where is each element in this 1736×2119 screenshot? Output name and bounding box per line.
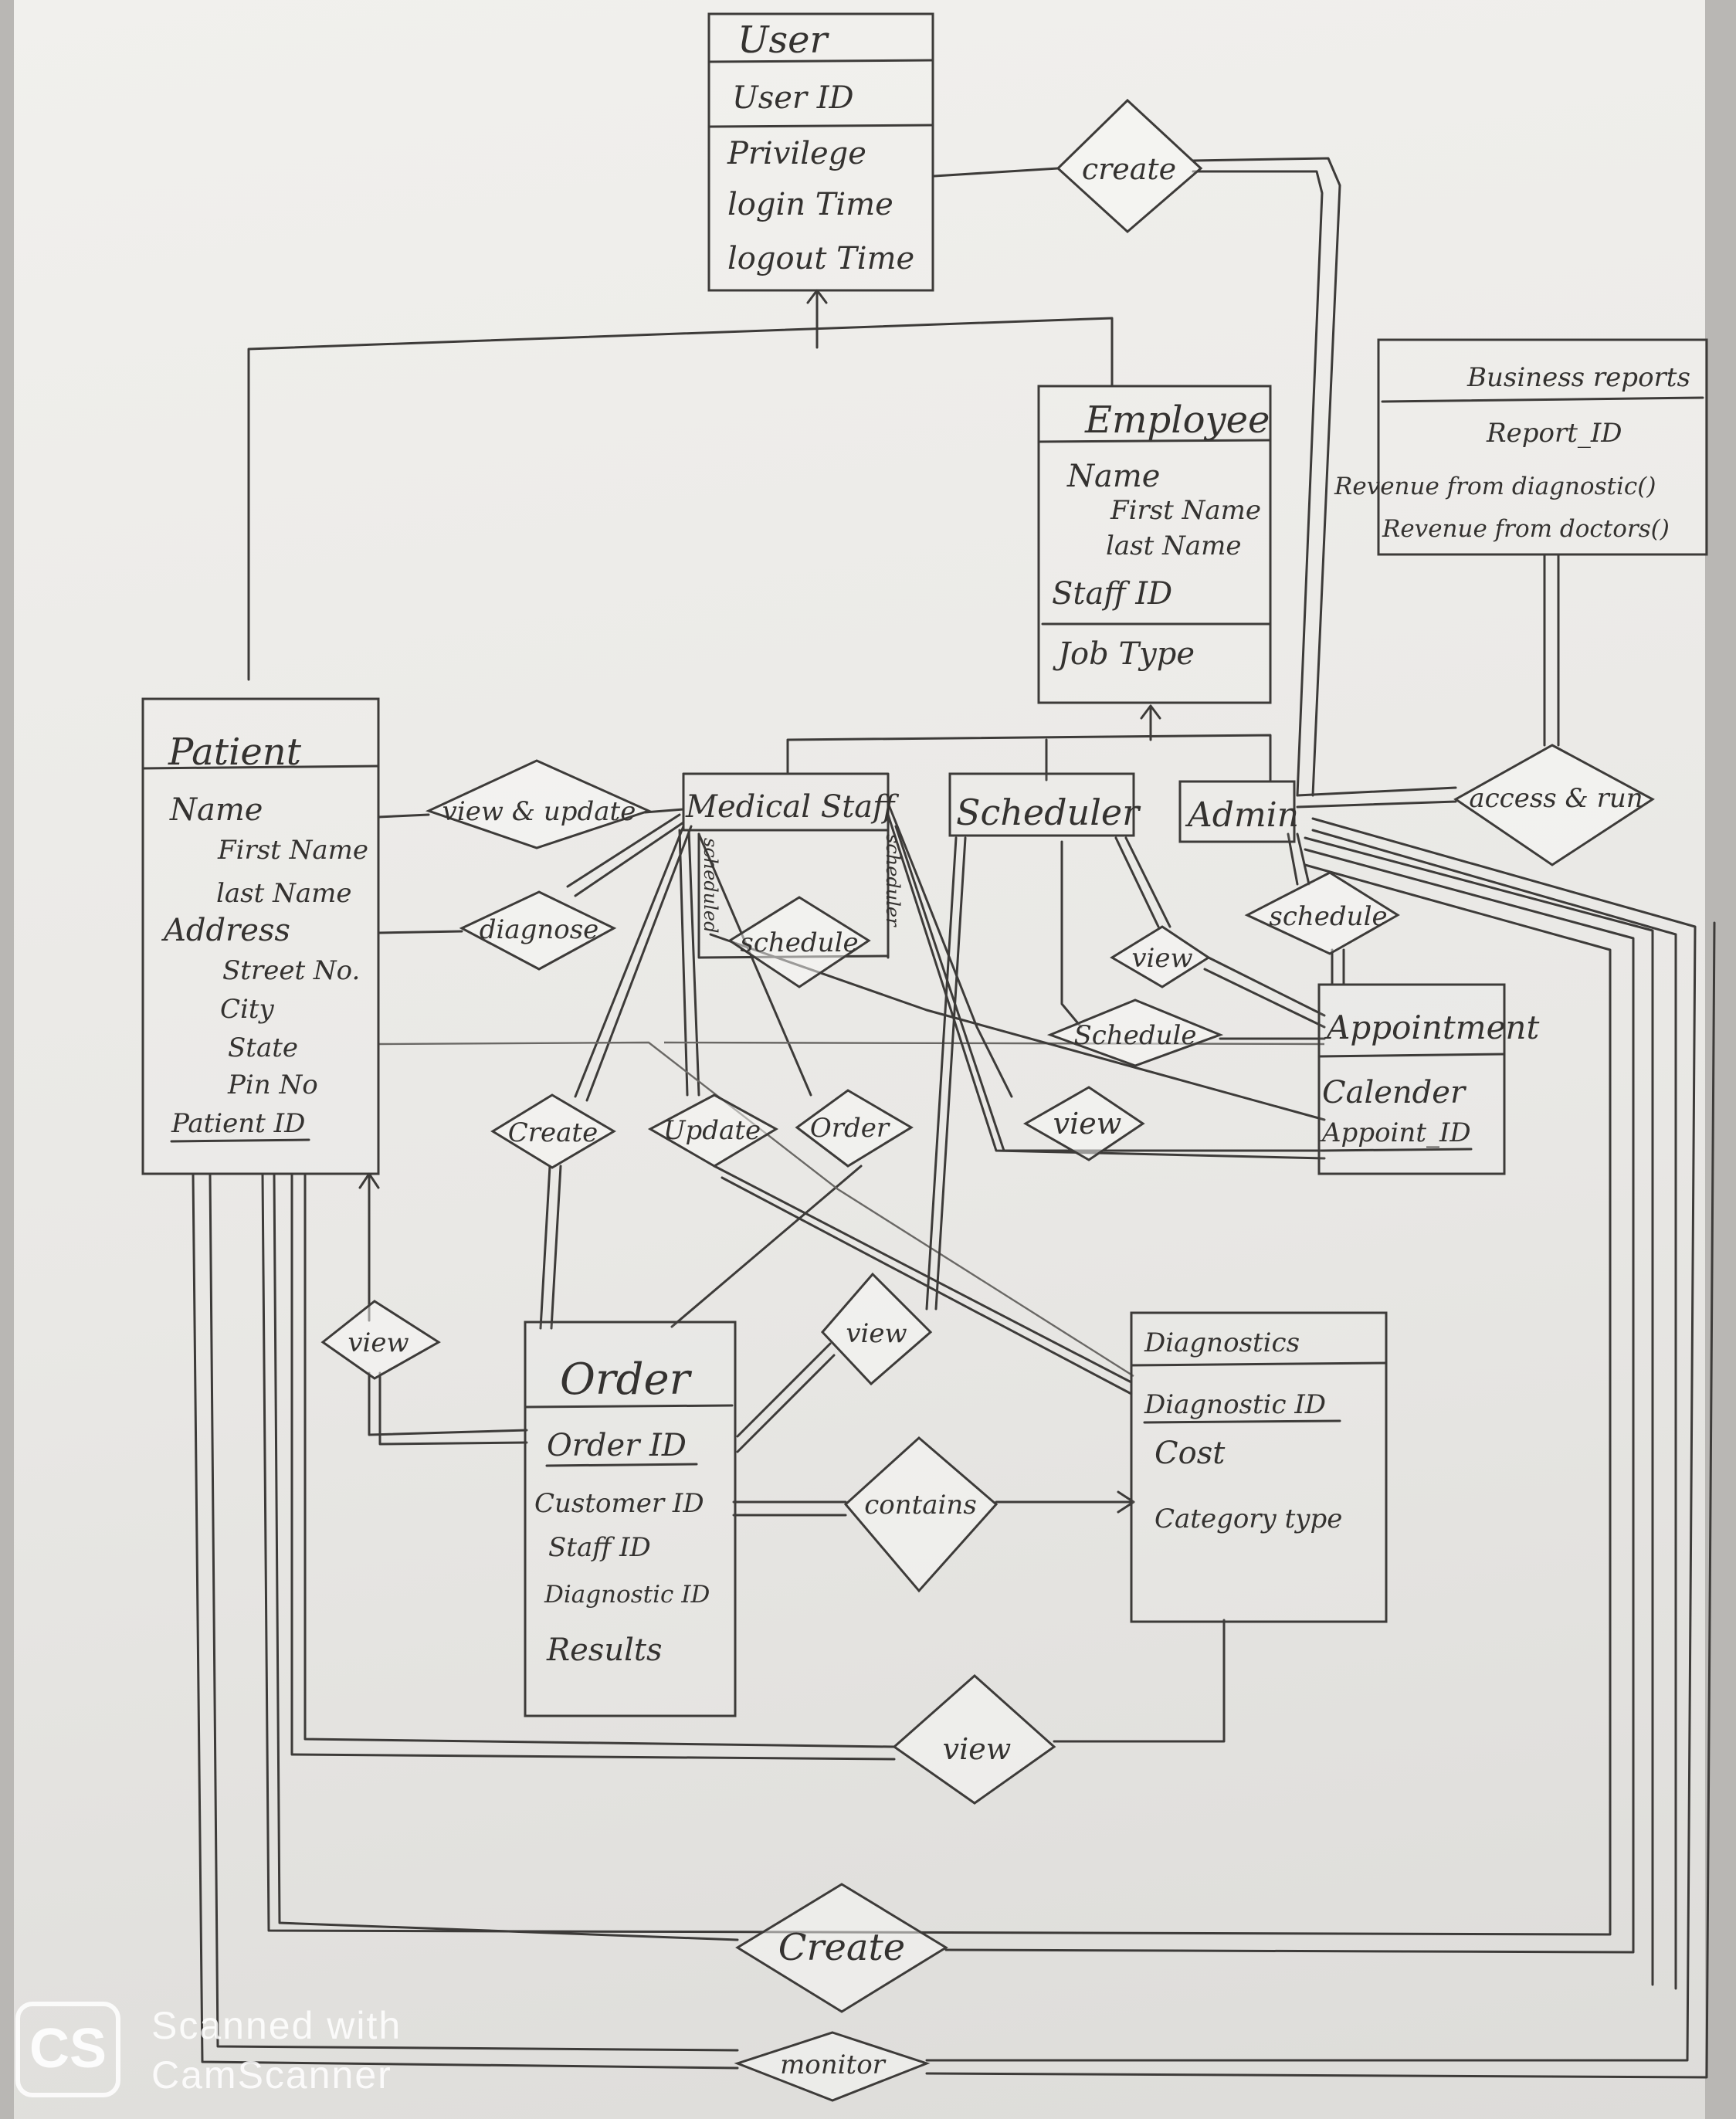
svg-text:monitor: monitor (780, 2049, 887, 2080)
svg-text:view: view (943, 1732, 1012, 1766)
svg-text:access & run: access & run (1469, 783, 1643, 814)
relationship-create-order: Create (490, 1093, 616, 1169)
relationship-schedule-staff: schedule (727, 896, 871, 988)
attr-revenue-diagnostic: Revenue from diagnostic() (1334, 473, 1656, 500)
attr-employee-staff-id: Staff ID (1052, 576, 1172, 612)
attr-results: Results (546, 1632, 662, 1668)
svg-text:diagnose: diagnose (480, 914, 599, 945)
attr-logout-time: logout Time (727, 241, 914, 276)
relationship-monitor: monitor (734, 2031, 931, 2102)
svg-text:view & update: view & update (442, 796, 636, 827)
attr-employee-last-name: last Name (1106, 531, 1241, 561)
relationship-order: Order (795, 1089, 914, 1168)
svg-text:view: view (1053, 1107, 1122, 1141)
svg-text:Order: Order (810, 1113, 890, 1144)
entity-diagnostics-title: Diagnostics (1144, 1327, 1300, 1358)
svg-text:schedule: schedule (740, 927, 858, 958)
entity-employee: Employee Name First Name last Name Staff… (1037, 385, 1272, 704)
attr-employee-first-name: First Name (1110, 495, 1261, 526)
entity-appointment: Appointment Calender Appoint_ID (1317, 983, 1539, 1175)
relationship-view-update: view & update (425, 759, 653, 849)
attr-patient-pin-no: Pin No (227, 1070, 318, 1100)
entity-order-title: Order (560, 1354, 693, 1405)
entity-user: User User ID Privilege login Time logout… (707, 12, 934, 292)
entity-user-title: User (737, 19, 829, 62)
label-scheduler: scheduler (882, 834, 904, 927)
relationship-view-appointment: view (1110, 925, 1211, 988)
attr-report-id: Report_ID (1486, 418, 1622, 449)
attr-employee-job-type: Job Type (1053, 636, 1195, 672)
svg-text:Schedule: Schedule (1073, 1020, 1196, 1051)
attr-patient-last-name: last Name (216, 878, 351, 909)
entity-business-reports: Business reports Report_ID Revenue from … (1334, 338, 1708, 556)
attr-diagnostic-id: Diagnostic ID (544, 1581, 710, 1609)
attr-cost: Cost (1155, 1436, 1226, 1471)
attr-diagnostic-id-pk: Diagnostic ID (1144, 1389, 1326, 1420)
attr-login-time: login Time (727, 187, 893, 222)
watermark-line-2: CamScanner (151, 2053, 392, 2097)
entity-medical-staff: Medical Staff scheduled scheduler (682, 772, 904, 959)
relationship-diagnose: diagnose (459, 890, 617, 971)
relationship-view-diagnostics: view (892, 1673, 1056, 1805)
attr-employee-name: Name (1066, 459, 1160, 494)
attr-revenue-doctors: Revenue from doctors() (1382, 515, 1670, 543)
attr-privilege: Privilege (727, 136, 866, 171)
svg-text:Create: Create (778, 1926, 905, 1969)
svg-text:view: view (348, 1327, 409, 1358)
attr-patient-street-no: Street No. (222, 955, 360, 986)
entity-scheduler: Scheduler (948, 772, 1141, 837)
attr-patient-id: Patient ID (171, 1108, 305, 1139)
entity-scheduler-title: Scheduler (956, 792, 1141, 833)
paper-sheet (14, 0, 1705, 2119)
relationship-create-user: create (1056, 98, 1203, 234)
relationship-contains: contains (843, 1436, 999, 1593)
camscanner-logo-icon: CS (15, 2002, 120, 2097)
relationship-create-bottom: Create (735, 1883, 948, 2013)
entity-appointment-title: Appointment (1324, 1009, 1539, 1046)
attr-patient-address: Address (161, 913, 290, 948)
relationship-view-appointment-2: view (1022, 1086, 1145, 1161)
entity-order: Order Order ID Customer ID Staff ID Diag… (524, 1321, 737, 1717)
relationship-schedule-appointment: Schedule (1046, 998, 1224, 1067)
attr-patient-first-name: First Name (217, 835, 368, 866)
svg-text:contains: contains (864, 1490, 977, 1521)
entity-patient-title: Patient (168, 731, 302, 774)
entity-business-reports-title: Business reports (1466, 362, 1690, 393)
entity-patient: Patient Name First Name last Name Addres… (141, 697, 380, 1175)
svg-text:view: view (846, 1318, 907, 1349)
attr-patient-name: Name (169, 792, 263, 828)
svg-text:Create: Create (508, 1117, 598, 1148)
entity-medical-staff-title: Medical Staff (685, 789, 900, 825)
attr-category-type: Category type (1155, 1504, 1342, 1534)
entity-employee-title: Employee (1084, 398, 1270, 442)
relationship-update-order: Update (647, 1093, 779, 1168)
relationship-view-order: view (820, 1272, 933, 1386)
connector-lines (192, 157, 1716, 2079)
entity-admin-title: Admin (1185, 795, 1299, 835)
svg-text:schedule: schedule (1269, 901, 1387, 932)
attr-staff-id: Staff ID (548, 1532, 651, 1563)
camscanner-watermark: CS Scanned with CamScanner (15, 1994, 479, 2110)
relationship-view-patient: view (320, 1300, 441, 1380)
attr-patient-city: City (220, 994, 275, 1025)
attr-calender: Calender (1322, 1075, 1467, 1110)
label-scheduled: scheduled (700, 838, 721, 933)
attr-customer-id: Customer ID (534, 1488, 704, 1519)
svg-text:create: create (1082, 152, 1176, 186)
attr-order-id: Order ID (547, 1428, 687, 1463)
attr-user-id: User ID (732, 80, 854, 116)
entity-admin: Admin (1178, 780, 1299, 843)
svg-text:view: view (1131, 943, 1192, 974)
attr-appoint-id: Appoint_ID (1320, 1117, 1471, 1148)
watermark-line-1: Scanned with (151, 2004, 402, 2047)
attr-patient-state: State (228, 1032, 298, 1063)
relationship-access-run: access & run (1453, 744, 1655, 866)
svg-text:Update: Update (663, 1115, 761, 1146)
relationship-schedule-admin: schedule (1244, 871, 1400, 955)
entity-diagnostics: Diagnostics Diagnostic ID Cost Category … (1130, 1311, 1388, 1623)
